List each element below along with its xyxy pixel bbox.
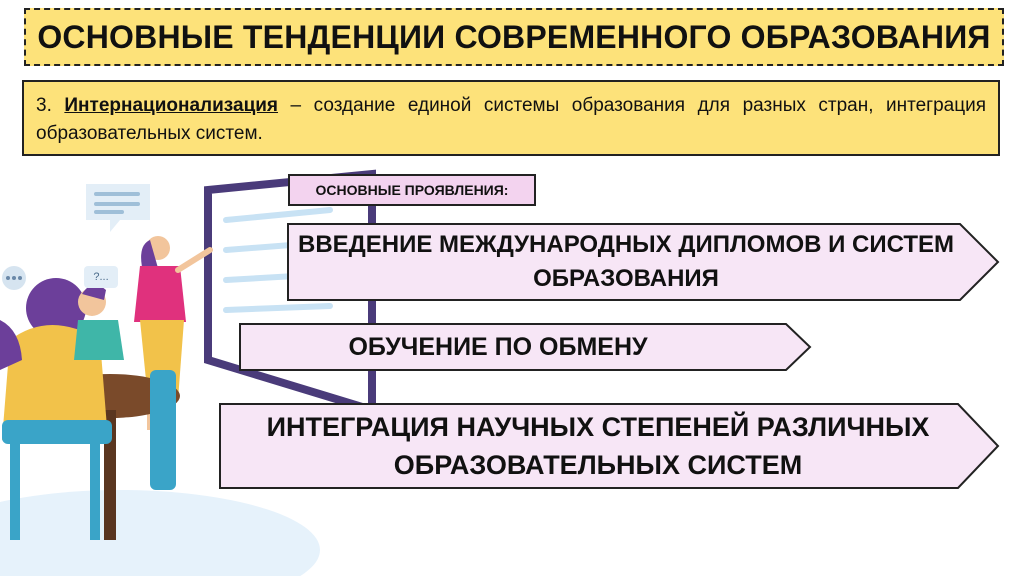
manifestation-arrow-1: ВВЕДЕНИЕ МЕЖДУНАРОДНЫХ ДИПЛОМОВ И СИСТЕМ… (286, 222, 1002, 302)
manifestations-label: ОСНОВНЫЕ ПРОЯВЛЕНИЯ: (288, 174, 536, 206)
definition-box: 3. Интернационализация – создание единой… (22, 80, 1000, 156)
manifestation-1-text: ВВЕДЕНИЕ МЕЖДУНАРОДНЫХ ДИПЛОМОВ И СИСТЕМ… (297, 231, 954, 292)
definition-number: 3. (36, 95, 52, 116)
page-title: ОСНОВНЫЕ ТЕНДЕНЦИИ СОВРЕМЕННОГО ОБРАЗОВА… (24, 8, 1004, 66)
chat-dots-icon (2, 266, 26, 290)
manifestation-arrow-3: ИНТЕГРАЦИЯ НАУЧНЫХ СТЕПЕНЕЙ РАЗЛИЧНЫХ ОБ… (218, 402, 1002, 490)
manifestation-arrow-2: ОБУЧЕНИЕ ПО ОБМЕНУ (238, 322, 814, 372)
manifestation-3-text: ИНТЕГРАЦИЯ НАУЧНЫХ СТЕПЕНЕЙ РАЗЛИЧНЫХ ОБ… (266, 412, 930, 480)
definition-term: Интернационализация (64, 95, 279, 116)
speech-bubble-icon (86, 184, 150, 232)
definition-text: – создание единой системы образования дл… (36, 95, 987, 144)
manifestation-2-text: ОБУЧЕНИЕ ПО ОБМЕНУ (348, 332, 648, 361)
question-bubble-icon: ?... (84, 266, 118, 288)
